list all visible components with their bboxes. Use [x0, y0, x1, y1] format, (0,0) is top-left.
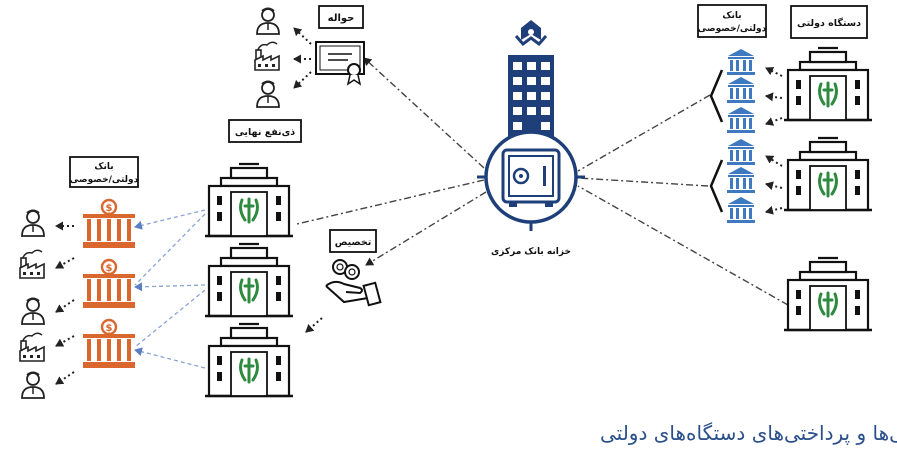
gov-agency-label: دستگاه دولتی [797, 17, 861, 29]
gov-building [782, 46, 874, 122]
factory-icon [19, 249, 45, 279]
diagram-caption: وضعیت دریافتی‌ها و پرداختی‌های دستگاه‌ها… [600, 421, 897, 446]
blue-bank-icon [727, 139, 755, 165]
person-icon [21, 297, 45, 325]
right-bank-label-box: بانک دولتی/خصوصی [697, 4, 767, 38]
factory-icon [254, 41, 280, 71]
blue-bank-icon [727, 77, 755, 103]
person-icon [256, 80, 280, 108]
gov-agency-label-box: دستگاه دولتی [790, 5, 868, 39]
orange-bank-icon [81, 258, 137, 310]
blue-bank-group [727, 49, 755, 223]
blue-bank-icon [727, 107, 755, 133]
havaleh-arrows [293, 27, 312, 89]
beneficiary-label-box: ذی‌نفع نهایی [228, 119, 302, 143]
right-bank-label-line1: بانک [722, 11, 741, 21]
left-recipients [19, 209, 45, 399]
orange-bank-icon [81, 198, 137, 250]
factory-icon [19, 332, 45, 362]
gov-building [782, 256, 874, 332]
orange-bank-icon [81, 318, 137, 370]
person-icon [21, 371, 45, 399]
takhsis-label: تخصیص [335, 237, 372, 248]
central-flow-lines [296, 57, 789, 306]
person-icon [21, 209, 45, 237]
chevron-left-icon [709, 69, 724, 213]
takhsis-label-box: تخصیص [329, 229, 377, 253]
blue-bank-icon [727, 167, 755, 193]
takhsis-arrow [305, 317, 323, 333]
hand-coins-icon [325, 259, 382, 307]
certificate-icon [315, 41, 365, 86]
person-icon [256, 7, 280, 35]
left-bank-label-line1: بانک [94, 162, 113, 172]
gov-to-blue-bank-arrows [765, 67, 783, 215]
gov-to-bank-lines [134, 209, 206, 369]
treasury-label: خزانه بانک مرکزی [491, 247, 571, 257]
gov-building [782, 136, 874, 212]
right-bank-label-line2: دولتی/خصوصی [698, 24, 767, 34]
treasury-safe-icon [477, 123, 585, 231]
blue-bank-icon [727, 197, 755, 223]
central-bank-logo-icon [514, 20, 548, 47]
blue-bank-icon [727, 49, 755, 75]
gov-building [203, 242, 295, 318]
havaleh-label-box: حواله [318, 5, 364, 29]
beneficiary-label: ذی‌نفع نهایی [235, 127, 295, 138]
bank-to-recipient-arrows [55, 221, 75, 385]
gov-building [203, 322, 295, 398]
left-bank-label-line2: دولتی/خصوصی [70, 175, 139, 185]
left-bank-label-box: بانک دولتی/خصوصی [69, 156, 139, 188]
havaleh-label: حواله [328, 13, 355, 24]
gov-building [203, 162, 295, 238]
havaleh-recipients [254, 7, 280, 108]
